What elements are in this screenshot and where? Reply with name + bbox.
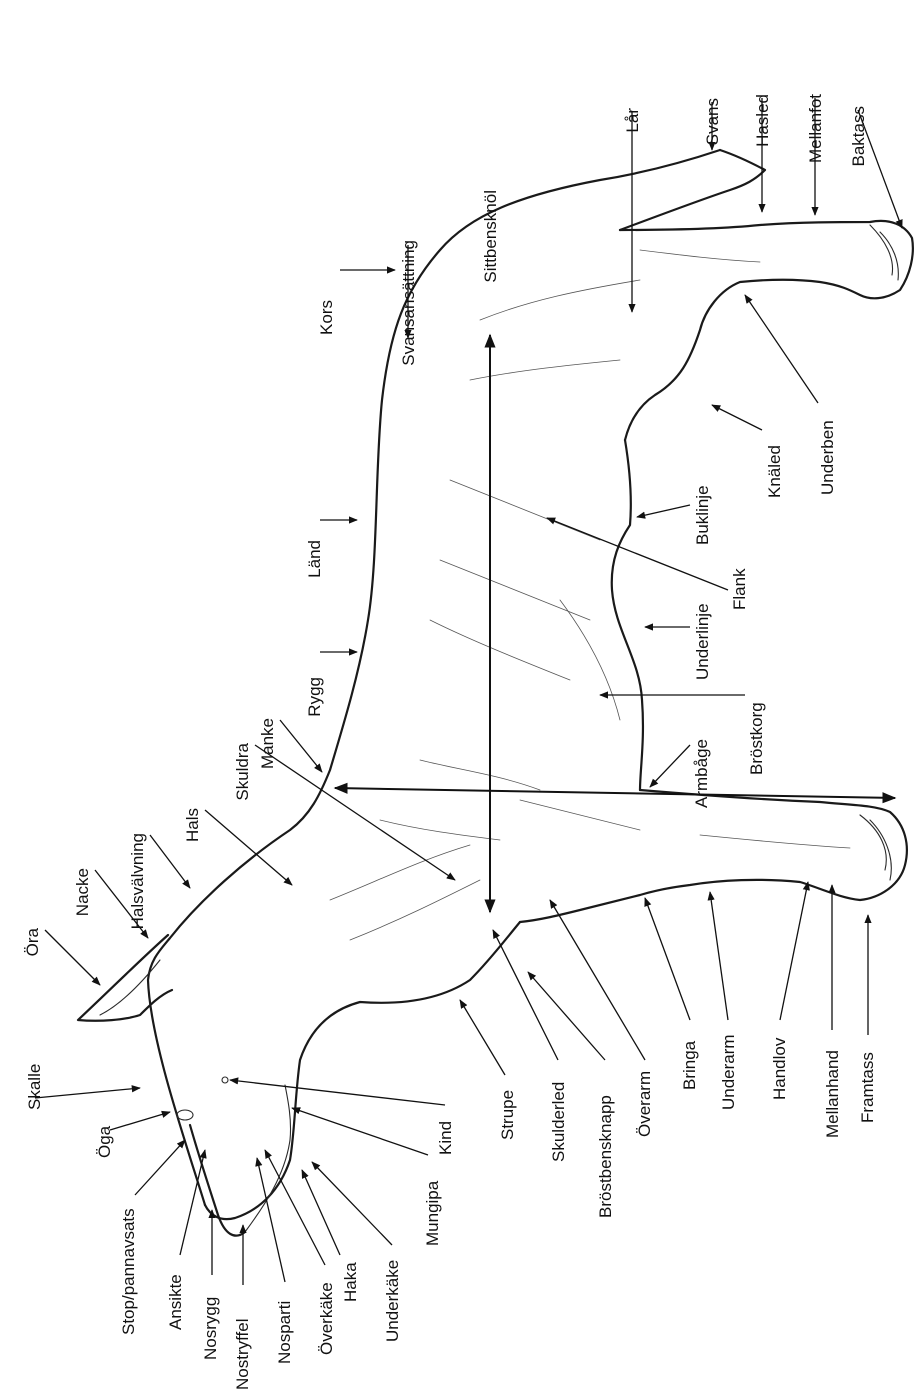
label-nostryffel: Nostryffel (233, 1319, 252, 1391)
label-lar: Lår (623, 108, 642, 133)
loin-shade (450, 480, 600, 540)
label-nacke: Nacke (73, 868, 92, 916)
label-overarm: Överarm (635, 1071, 654, 1137)
label-framtass: Framtass (858, 1052, 877, 1123)
label-buklinje: Buklinje (693, 485, 712, 545)
shoulder-shade-2 (420, 760, 540, 790)
label-mellanfot: Mellanfot (806, 94, 825, 163)
front-paw (860, 815, 891, 880)
label-knaled: Knäled (765, 445, 784, 498)
label-brostkorg: Bröstkorg (747, 702, 766, 775)
label-mungipa: Mungipa (423, 1180, 442, 1246)
label-handlov: Handlov (770, 1037, 789, 1100)
label-ansikte: Ansikte (166, 1274, 185, 1330)
front-leg-outline (520, 790, 907, 922)
thigh-shade (470, 360, 620, 380)
label-flank: Flank (730, 568, 749, 610)
label-halsvalvning: Halsvälvning (128, 833, 147, 929)
label-hasled: Hasled (753, 94, 772, 147)
label-underarm: Underarm (719, 1034, 738, 1110)
label-overkake: Överkäke (317, 1282, 336, 1355)
label-rygg: Rygg (305, 677, 324, 717)
label-baktass: Baktass (849, 106, 868, 166)
belly-line (612, 440, 643, 790)
belly-shade (560, 600, 620, 720)
label-kors: Kors (317, 300, 336, 335)
label-hals: Hals (183, 808, 202, 842)
label-stop: Stop/pannavsats (119, 1208, 138, 1335)
pointers (35, 98, 902, 1285)
shoulder-shade (380, 820, 500, 840)
rib-shade (430, 620, 570, 680)
tail-outline (620, 150, 765, 230)
eye (177, 1110, 193, 1120)
neck-shade (330, 845, 470, 900)
label-strupe: Strupe (498, 1090, 517, 1140)
label-svans: Svans (703, 98, 722, 145)
label-brostbensknapp: Bröstbensknapp (596, 1095, 615, 1218)
label-manke: Manke (258, 718, 277, 769)
label-skuldra: Skuldra (233, 742, 252, 800)
label-nosrygg: Nosrygg (201, 1297, 220, 1360)
label-svansansattning: Svansansättning (399, 240, 418, 366)
hind-leg-rear (620, 221, 913, 440)
label-underben: Underben (818, 420, 837, 495)
label-bringa: Bringa (680, 1040, 699, 1090)
cheek-spot (222, 1077, 228, 1083)
label-nosparti: Nosparti (275, 1301, 294, 1364)
elbow-shade (520, 800, 640, 830)
chest-throat (205, 922, 520, 1219)
height-axis (335, 788, 895, 798)
label-mellanhand: Mellanhand (823, 1050, 842, 1138)
label-underlinje: Underlinje (693, 603, 712, 680)
rib-shade-2 (440, 560, 590, 620)
label-haka: Haka (341, 1262, 360, 1302)
label-armbage: Armbåge (692, 739, 711, 808)
labels: Öra Nacke Halsvälvning Hals Skuldra Mank… (23, 94, 877, 1390)
label-land: Länd (305, 540, 324, 578)
label-sittbensknol: Sittbensknöl (481, 190, 500, 283)
label-kind: Kind (436, 1121, 455, 1155)
hock-shade (640, 250, 760, 262)
hind-paw (870, 225, 898, 280)
label-oga: Öga (95, 1125, 114, 1158)
thigh-shade-2 (480, 280, 640, 320)
forearm-shade (700, 835, 850, 848)
label-ora: Öra (23, 927, 42, 956)
label-skulderled: Skulderled (549, 1082, 568, 1162)
topline (148, 150, 720, 1205)
label-underkake: Underkäke (383, 1260, 402, 1342)
label-skalle: Skalle (25, 1064, 44, 1110)
neck-shade-2 (350, 880, 480, 940)
